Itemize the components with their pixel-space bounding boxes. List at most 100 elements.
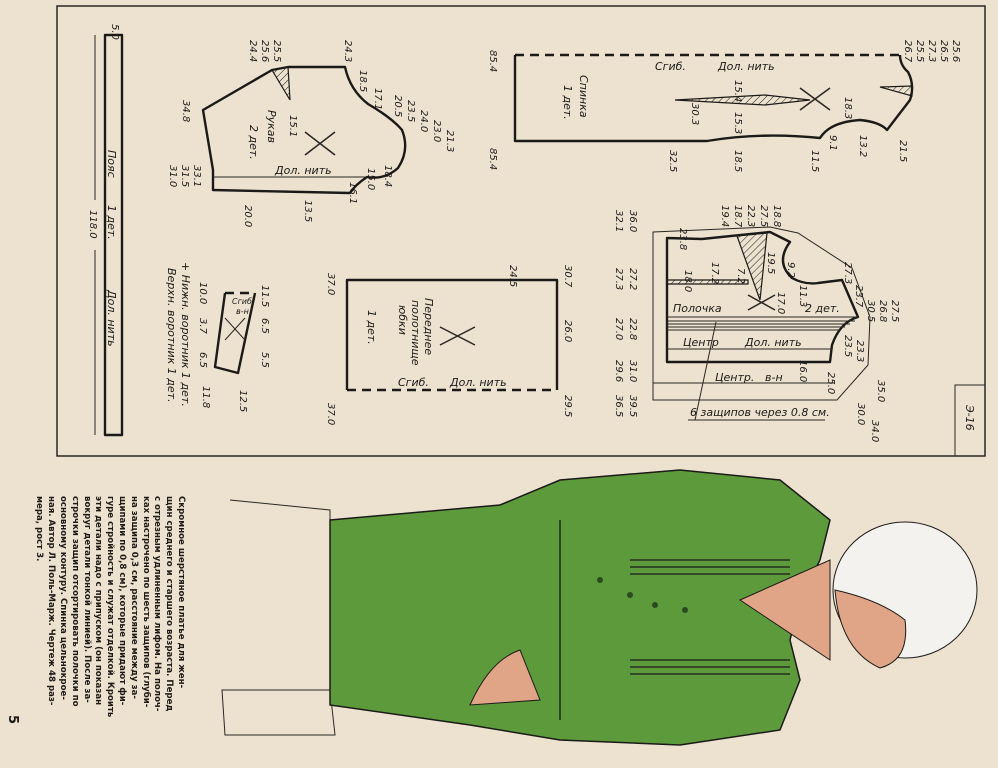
back-dimension-label: 21.5 xyxy=(897,140,908,162)
skirt-dimension-label: 37.0 xyxy=(325,273,336,295)
front-dimension-label: 23.3 xyxy=(854,340,865,362)
back-dimension-label: 15.4 xyxy=(732,80,743,102)
description-line: эти детали надо с припуском (он показан xyxy=(93,496,104,706)
description-line: щипами по 0,8 см), которые придают фи- xyxy=(117,496,128,706)
sleeve-dimension-label: 18.5 xyxy=(357,70,368,92)
hand xyxy=(469,649,541,706)
front-dimension-label: 23.8 xyxy=(677,228,688,250)
front-dimension-label: 18.0 xyxy=(682,270,693,292)
front-dimension-label: 25.0 xyxy=(825,372,836,394)
sleeve-dimension-label: 23.0 xyxy=(431,120,442,142)
sleeve-grain: Дол. нить xyxy=(274,164,332,177)
sleeve-dimension-label: 21.3 xyxy=(444,130,455,152)
sleeve-dimension-label: 24.3 xyxy=(342,40,353,62)
front-dimension-label: 19.4 xyxy=(719,205,730,227)
neckline xyxy=(738,559,831,661)
front-dimension-label: 11.3 xyxy=(797,285,808,307)
code-box xyxy=(954,384,986,457)
front-count: 2 дет. xyxy=(805,302,840,315)
sleeve-dimension-label: 13.5 xyxy=(302,200,313,222)
front-dimension-label: 35.0 xyxy=(875,380,886,402)
front-dimension-label: 30.0 xyxy=(855,403,866,425)
sleeve-dimension-label: 23.5 xyxy=(405,100,416,122)
back-dimension-label: 27.3 xyxy=(926,40,937,62)
skirt-dimension-label: 26.0 xyxy=(562,320,573,342)
drawing-code: Э-16 xyxy=(963,404,976,431)
description-line: Скромное шерстяное платье для жен- xyxy=(176,496,186,689)
front-dimension-label: 23.7 xyxy=(853,285,864,308)
page-number: 5 xyxy=(5,714,21,725)
back-title: Спинка xyxy=(577,75,590,118)
front-dimension-label: 27.5 xyxy=(889,300,900,322)
front-dimension-label: 31.0 xyxy=(627,360,638,382)
face xyxy=(834,589,907,669)
front-dimension-label: 36.5 xyxy=(613,395,624,417)
sleeve-dimension-label: 16.1 xyxy=(347,182,358,204)
front-dimension-label: 27.0 xyxy=(613,318,624,340)
front-dimension-label: 26.8 xyxy=(877,300,888,322)
back-dimension-label: 85.4 xyxy=(487,148,498,170)
sleeve-title: Рукав xyxy=(265,110,278,143)
collar-dimension-label: 6.5 xyxy=(259,318,270,334)
back-count: 1 дет. xyxy=(561,85,574,120)
skirt-dimension-label: 24.5 xyxy=(507,265,518,287)
front-dimension-label: 27.3 xyxy=(842,262,853,284)
description-text: Скромное шерстяное платье для жен- щин с… xyxy=(31,496,186,761)
sleeve-dimension-label: 24.0 xyxy=(418,110,429,132)
front-dimension-label: 18.7 xyxy=(732,205,743,228)
back-dimension-label: 9.1 xyxy=(827,135,838,151)
sleeve-dimension-label: 20.0 xyxy=(242,205,253,227)
collar-dimension-label: 3.7 xyxy=(197,318,208,335)
sleeve-dimension-label: 31.0 xyxy=(167,165,178,187)
front-dimension-label: 22.8 xyxy=(627,318,638,340)
skirt-grain: Дол. нить xyxy=(449,376,507,389)
front-dimension-label: 17.2 xyxy=(709,262,720,284)
description-line: с отрезным удлиненным лифом. На полоч- xyxy=(152,496,163,712)
front-dimension-label: 29.6 xyxy=(613,360,624,382)
back-dimension-label: 13.2 xyxy=(857,135,868,157)
back-dimension-label: 26.7 xyxy=(902,40,913,63)
sleeve-dimension-label: 24.4 xyxy=(247,40,258,62)
front-grain: Дол. нить xyxy=(744,336,802,349)
front-dimension-label: 32.1 xyxy=(613,210,624,232)
collar-dimension-label: 11.5 xyxy=(259,285,270,307)
collar-piece: Сгиб в-н + Нижн. воротник 1 дет. Верхн. … xyxy=(165,262,257,407)
sleeve-dimension-label: 17.1 xyxy=(372,88,383,110)
front-piece: Полочка 2 дет. Центр Дол. нить Центр. в-… xyxy=(652,226,871,421)
sleeve-dimension-label: 33.1 xyxy=(191,165,202,187)
skirt-dimension-label: 37.0 xyxy=(325,403,336,425)
belt-length: 118.0 xyxy=(87,210,98,239)
back-dimension-label: 26.5 xyxy=(938,40,949,62)
front-dimension-label: 19.5 xyxy=(765,252,776,274)
back-fold: Сгиб. xyxy=(655,60,686,73)
skirt-dimension-label: 30.7 xyxy=(562,265,573,288)
skirt-count: 1 дет. xyxy=(365,310,378,345)
back-dimension-label: 15.3 xyxy=(732,112,743,134)
back-dimension-label: 18.3 xyxy=(842,97,853,119)
skirt-fold: Сгиб. xyxy=(398,376,429,389)
sleeve-piece: Рукав 2 дет. Дол. нить xyxy=(201,65,407,195)
back-dimension-label: 25.6 xyxy=(950,40,961,62)
front-dimension-label: 16.0 xyxy=(797,360,808,382)
back-view-sketch xyxy=(221,689,336,736)
collar-lower: + Нижн. воротник 1 дет. xyxy=(179,262,192,407)
belt-count: 1 дет. xyxy=(105,205,118,240)
front-dimension-label: 36.0 xyxy=(627,210,638,232)
front-dimension-label: 27.5 xyxy=(758,205,769,227)
description-line: мера, рост 3. xyxy=(34,496,45,562)
sleeve-count: 2 дет. xyxy=(247,125,260,160)
sleeve-dimension-label: 15.0 xyxy=(365,168,376,190)
skirt-title-1: Переднее xyxy=(422,298,435,355)
back-dimension-label: 30.3 xyxy=(689,103,700,125)
collar-dimension-label: 6.5 xyxy=(197,352,208,368)
description-line: ная. Автор Л. Поль-Марж. Чертеж 48 раз- xyxy=(46,496,57,706)
collar-fold: Сгиб xyxy=(232,297,252,306)
back-dimension-label: 11.5 xyxy=(809,150,820,172)
front-dimension-label: 7.2 xyxy=(735,268,746,284)
sleeve-dimension-label: 15.1 xyxy=(287,115,298,137)
front-dimension-label: 22.3 xyxy=(745,205,756,227)
front-dimension-label: 23.5 xyxy=(842,335,853,357)
description-line: на защипа 0,3 см, расстояние между за- xyxy=(128,496,139,699)
skirt-dimension-label: 29.5 xyxy=(562,395,573,417)
